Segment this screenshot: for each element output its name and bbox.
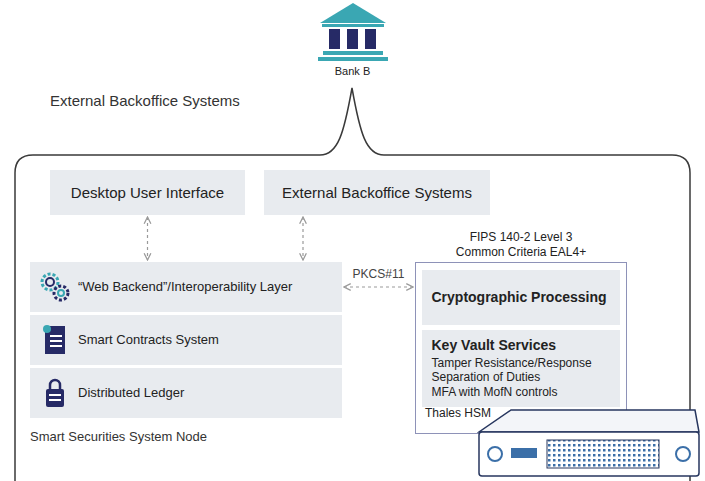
certification-label: Common Criteria EAL4+ <box>416 245 626 259</box>
bank-node: Bank B <box>300 1 405 85</box>
interface-box: Desktop User Interface <box>50 170 245 215</box>
lock-icon <box>38 376 72 410</box>
dashed-connector <box>302 217 303 260</box>
document-icon <box>38 323 72 357</box>
service-title: Key Vault Services <box>432 337 610 354</box>
layer-label: Smart Contracts System <box>78 332 219 348</box>
layer-band: Smart Contracts System <box>30 315 342 365</box>
hsm-server-illustration <box>477 408 703 478</box>
service-feature: MFA with MofN controls <box>432 385 610 399</box>
hsm-box: FIPS 140-2 Level 3Common Criteria EAL4+T… <box>415 262 627 434</box>
boundary-title: External Backoffice Systems <box>50 92 240 110</box>
service-feature: Tamper Resistance/Response <box>432 356 610 370</box>
bank-label: Bank B <box>335 65 370 78</box>
layer-label: Distributed Ledger <box>78 385 184 401</box>
service-feature: Separation of Duties <box>432 370 610 384</box>
dashed-connector <box>147 217 148 260</box>
service-title: Cryptographic Processing <box>432 289 607 306</box>
layer-band: “Web Backend”/Interoperability Layer <box>30 262 342 312</box>
bank-icon <box>316 1 390 63</box>
system-node-group: Smart Securities System Node “Web Backen… <box>30 262 342 448</box>
service-band: Key Vault ServicesTamper Resistance/Resp… <box>422 330 620 407</box>
backoffice-box: External Backoffice Systems <box>264 170 490 215</box>
group-label: Smart Securities System Node <box>30 429 207 445</box>
gears-icon <box>38 270 72 304</box>
dashed-connector <box>344 286 413 287</box>
layer-label: “Web Backend”/Interoperability Layer <box>78 279 292 295</box>
box-label: Desktop User Interface <box>71 184 224 202</box>
certification-label: FIPS 140-2 Level 3 <box>416 230 626 244</box>
service-band: Cryptographic Processing <box>422 270 620 325</box>
device-label: Thales HSM <box>425 406 491 420</box>
layer-band: Distributed Ledger <box>30 368 342 418</box>
system-boundary: External Backoffice SystemsDesktop User … <box>0 88 705 481</box>
connector-label: PKCS#11 <box>351 267 407 281</box>
box-label: External Backoffice Systems <box>282 184 472 202</box>
